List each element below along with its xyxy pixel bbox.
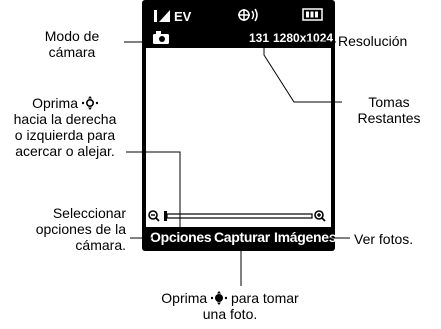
softkey-images[interactable]: Imágenes bbox=[274, 229, 337, 245]
callout-line: o izquierda para bbox=[14, 127, 116, 143]
zoom-in-icon bbox=[314, 210, 326, 222]
callout-text: para tomar bbox=[230, 290, 299, 306]
callout-line: hacia la derecha bbox=[13, 111, 117, 127]
callout-line: una foto. bbox=[202, 306, 258, 322]
callout-line: Oprima bbox=[0, 95, 130, 111]
navigation-key-icon bbox=[81, 96, 99, 110]
zoom-out-icon bbox=[148, 210, 160, 222]
callout-line: cámara. bbox=[75, 237, 126, 253]
callout-text: Oprima bbox=[32, 95, 78, 111]
callout-line: Modo de bbox=[44, 28, 100, 44]
shots-remaining: 131 bbox=[249, 31, 270, 45]
callout-take-photo: Oprima para tomar una foto. bbox=[140, 290, 320, 322]
callout-view-photos: Ver fotos. bbox=[354, 231, 414, 247]
softkey-capture[interactable]: Capturar bbox=[214, 229, 270, 245]
signal-bars-icon bbox=[154, 10, 170, 22]
callout-line: cámara bbox=[48, 44, 96, 60]
callout-line: Restantes bbox=[357, 110, 421, 126]
center-key-icon bbox=[210, 291, 228, 305]
callout-options: Seleccionar opciones de la cámara. bbox=[16, 205, 126, 253]
ev-indicator: EV bbox=[174, 9, 192, 24]
callout-resolution: Resolución bbox=[338, 33, 408, 49]
callout-line: acercar o alejar. bbox=[15, 143, 115, 159]
callout-line: Oprima para tomar bbox=[140, 290, 320, 306]
softkey-options[interactable]: Opciones bbox=[150, 229, 212, 245]
callout-text: Oprima bbox=[161, 290, 208, 306]
callout-line: Tomas bbox=[368, 94, 410, 110]
bluetooth-icon bbox=[238, 8, 258, 22]
callout-line: Seleccionar bbox=[52, 205, 126, 221]
callout-line: opciones de la bbox=[35, 221, 126, 237]
phone-screen: EV 131 1280x1024 bbox=[142, 0, 337, 251]
zoom-bar[interactable] bbox=[148, 209, 329, 223]
viewfinder bbox=[146, 48, 331, 227]
callout-zoom: Oprima hacia la derecha o izquierda para… bbox=[0, 95, 130, 159]
battery-icon bbox=[302, 8, 323, 21]
callout-camera-mode: Modo de cámara bbox=[22, 28, 122, 60]
camera-icon bbox=[153, 31, 169, 44]
callout-shots-remaining: Tomas Restantes bbox=[344, 94, 434, 126]
